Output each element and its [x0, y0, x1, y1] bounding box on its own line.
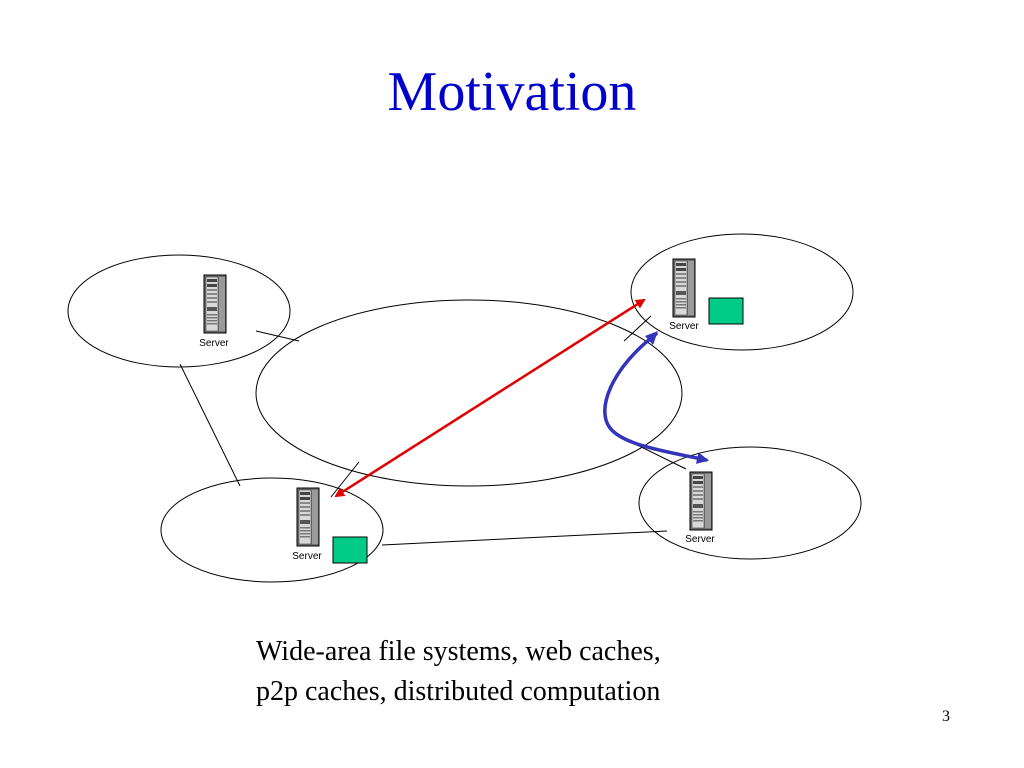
server-label: Server: [199, 338, 229, 349]
slide-title: Motivation: [387, 61, 637, 123]
server-label: Server: [292, 551, 322, 562]
blue-arrow-start-head: [645, 331, 658, 345]
server-icon: [689, 471, 713, 531]
server-top-left: Server: [199, 274, 229, 349]
cached-data-object: [332, 536, 368, 564]
server-icon: [672, 258, 696, 318]
blue-transfer-arrow: [603, 332, 709, 464]
site-bottom-right-ellipse: [638, 446, 862, 560]
caption-line-1: Wide-area file systems, web caches,: [256, 636, 661, 667]
slide-caption: Wide-area file systems, web caches, p2p …: [256, 632, 816, 712]
server-top-right: Server: [669, 258, 744, 332]
server-bottom-left: Server: [292, 487, 368, 564]
site-bottom-left-ellipse: [160, 477, 384, 583]
link-top-left-to-bottom-left: [179, 363, 241, 487]
caption-line-2: p2p caches, distributed computation: [256, 676, 661, 707]
red-transfer-arrow: [334, 298, 646, 498]
cached-data-object: [708, 297, 744, 325]
site-top-left-ellipse: [67, 254, 291, 368]
server-icon: [203, 274, 227, 334]
link-top-left-to-core: [255, 330, 300, 342]
server-bottom-right: Server: [685, 471, 715, 545]
network-core-ellipse: [255, 299, 683, 487]
page-number: 3: [942, 708, 950, 725]
site-top-right-ellipse: [630, 233, 854, 351]
link-bottom-left-to-bottom-right: [381, 530, 668, 546]
server-label: Server: [669, 321, 699, 332]
server-icon: [296, 487, 320, 547]
server-label: Server: [685, 534, 715, 545]
